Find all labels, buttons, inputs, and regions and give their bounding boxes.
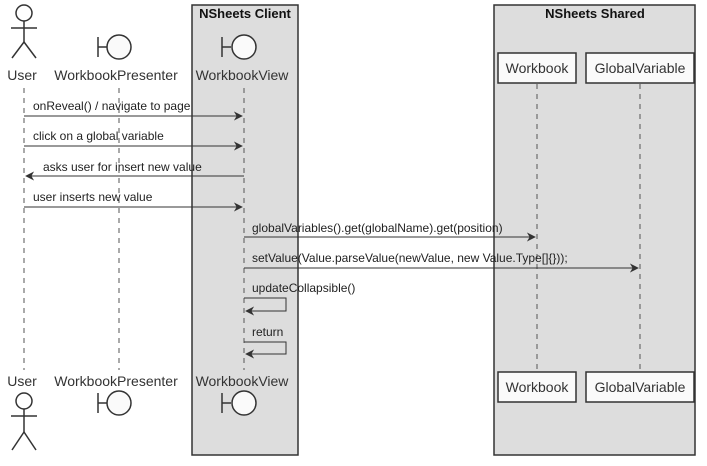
message-5: globalVariables().get(globalName).get(po… [244, 221, 536, 242]
participant-workbook-bottom: Workbook [497, 371, 577, 403]
message-label: globalVariables().get(globalName).get(po… [252, 221, 503, 235]
participant-box [497, 52, 577, 84]
actor-icon [11, 4, 37, 59]
actor-user-bottom: User [7, 373, 37, 451]
participant-box [585, 371, 695, 403]
message-8-self: return [244, 325, 287, 359]
message-arrow [244, 341, 287, 359]
boundary-icon [97, 34, 132, 60]
message-3: asks user for insert new value [25, 160, 244, 181]
actor-user-top: User [7, 4, 37, 83]
boundary-icon [97, 390, 132, 416]
message-label: return [252, 325, 283, 339]
participant-label: WorkbookView [196, 67, 290, 83]
message-label: setValue(Value.parseValue(newValue, new … [252, 251, 568, 265]
participant-label: User [7, 67, 37, 83]
boundary-workbook-presenter-top: WorkbookPresenter [54, 34, 178, 83]
boundary-icon [221, 390, 257, 416]
message-1: onReveal() / navigate to page [24, 99, 243, 121]
group-box [191, 4, 299, 456]
participant-box [497, 371, 577, 403]
participant-global-variable-bottom: GlobalVariable [585, 371, 695, 403]
participant-global-variable-top: GlobalVariable [585, 52, 695, 84]
participant-label: WorkbookView [196, 373, 290, 389]
group-title: NSheets Client [199, 6, 291, 21]
message-label: onReveal() / navigate to page [33, 99, 191, 113]
participant-label: WorkbookPresenter [54, 67, 178, 83]
participant-label: GlobalVariable [595, 379, 686, 395]
boundary-workbook-presenter-bottom: WorkbookPresenter [54, 373, 178, 416]
message-arrow [244, 297, 287, 316]
participant-label: User [7, 373, 37, 389]
boundary-workbook-view-top: WorkbookView [196, 34, 290, 83]
group-nsheets-client: NSheets Client [191, 4, 299, 456]
boundary-icon [221, 34, 257, 60]
lifelines [23, 84, 641, 370]
actor-icon [11, 392, 37, 451]
message-2: click on a global variable [24, 129, 243, 151]
participant-label: GlobalVariable [595, 60, 686, 76]
participant-label: Workbook [506, 379, 570, 395]
message-label: asks user for insert new value [43, 160, 202, 174]
participant-workbook-top: Workbook [497, 52, 577, 84]
message-4: user inserts new value [24, 190, 243, 212]
message-label: updateCollapsible() [252, 281, 355, 295]
boundary-workbook-view-bottom: WorkbookView [196, 373, 290, 416]
message-label: click on a global variable [33, 129, 164, 143]
participant-box [585, 52, 695, 84]
message-label: user inserts new value [33, 190, 153, 204]
participant-label: WorkbookPresenter [54, 373, 178, 389]
participant-label: Workbook [506, 60, 570, 76]
message-6: setValue(Value.parseValue(newValue, new … [244, 251, 639, 273]
group-title: NSheets Shared [545, 6, 645, 21]
message-7-self: updateCollapsible() [244, 281, 355, 316]
